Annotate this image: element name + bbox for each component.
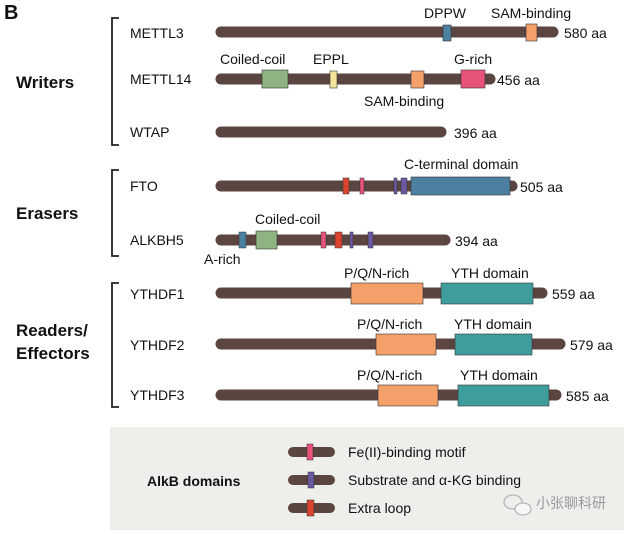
c-terminal-domain [410,176,511,196]
legend-item-fe-binding: Fe(II)-binding motif [348,444,466,460]
label-coiled-coil-alkbh5: Coiled-coil [255,211,320,227]
legend-item-extra-loop: Extra loop [348,500,411,516]
length-ythdf2: 579 aa [570,337,613,353]
length-ythdf1: 559 aa [552,286,595,302]
yth-domain-ythdf3 [457,384,550,407]
protein-name-alkbh5: ALKBH5 [130,232,184,248]
a-rich-domain [238,231,247,249]
protein-name-mettl14: METTL14 [130,71,192,87]
legend-title: AlkB domains [147,473,241,489]
pqn-rich-domain-ythdf2 [375,333,437,356]
coiled-coil-domain-alkbh5 [255,230,278,250]
bracket-erasers [111,169,119,257]
wechat-logo-icon [503,494,532,516]
group-label-effectors: Effectors [16,344,90,363]
protein-name-mettl3: METTL3 [130,25,184,41]
label-pqn-rich-ythdf2: P/Q/N-rich [357,316,422,332]
label-dppw: DPPW [424,5,467,21]
bracket-writers [111,17,119,146]
legend-swatch-fe-binding [306,443,314,461]
fto-extra-loop-marker [342,177,350,195]
protein-name-ythdf1: YTHDF1 [130,286,185,302]
length-fto: 505 aa [520,179,563,195]
dppw-domain [442,24,452,42]
sam-binding-domain-mettl3 [525,23,538,42]
label-coiled-coil-mettl14: Coiled-coil [220,51,285,67]
length-mettl3: 580 aa [564,25,607,41]
protein-name-fto: FTO [130,178,158,194]
length-alkbh5: 394 aa [455,233,498,249]
protein-name-wtap: WTAP [130,124,169,140]
label-sam-binding-mettl3: SAM-binding [491,5,571,21]
label-yth-ythdf3: YTH domain [460,367,538,383]
coiled-coil-domain-mettl14 [261,69,289,89]
label-pqn-rich-ythdf1: P/Q/N-rich [344,265,409,281]
label-sam-binding-mettl14: SAM-binding [364,93,444,109]
pqn-rich-domain-ythdf3 [377,384,439,407]
pqn-rich-domain-ythdf1 [350,282,424,305]
label-yth-ythdf2: YTH domain [454,316,532,332]
sam-binding-domain-mettl14 [410,70,425,89]
alkbh5-substrate-marker-2 [367,231,374,249]
g-rich-domain [460,69,486,89]
legend-swatch-substrate [307,471,315,489]
group-label-erasers: Erasers [16,204,78,223]
yth-domain-ythdf2 [454,333,533,356]
eppl-domain [329,70,338,89]
group-label-writers: Writers [16,73,74,92]
bracket-readers [111,282,119,408]
protein-name-ythdf2: YTHDF2 [130,337,185,353]
group-label-readers: Readers/ [16,321,88,340]
label-yth-ythdf1: YTH domain [451,265,529,281]
legend-swatch-extra-loop [306,499,315,517]
length-wtap: 396 aa [454,125,497,141]
label-g-rich: G-rich [454,51,492,67]
legend-item-substrate: Substrate and α-KG binding [348,472,521,488]
watermark-text: 小张聊科研 [536,496,606,512]
legend-box [110,427,624,530]
label-c-terminal-domain: C-terminal domain [404,156,518,172]
label-pqn-rich-ythdf3: P/Q/N-rich [357,367,422,383]
fto-substrate-marker-2 [400,177,408,195]
protein-name-ythdf3: YTHDF3 [130,387,185,403]
panel-label: B [4,2,18,24]
length-mettl14: 456 aa [497,72,540,88]
alkbh5-substrate-marker-1 [349,231,354,249]
yth-domain-ythdf1 [440,282,534,305]
label-eppl: EPPL [313,51,349,67]
length-ythdf3: 585 aa [566,388,609,404]
alkbh5-fe-binding-marker [320,231,327,249]
label-a-rich: A-rich [204,251,241,267]
alkbh5-extra-loop-marker [334,231,343,249]
fto-substrate-marker-1 [393,177,398,195]
fto-fe-binding-marker [359,177,365,195]
